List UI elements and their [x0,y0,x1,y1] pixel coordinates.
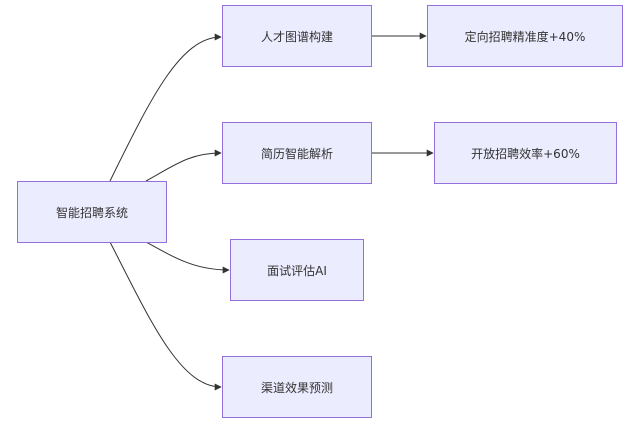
edge-root-to-talent-map [109,33,222,182]
node-root[interactable]: 智能招聘系统 [17,181,167,243]
node-label: 面试评估AI [267,263,327,278]
node-interview-ai[interactable]: 面试评估AI [230,239,364,301]
edge-root-to-interview-ai [145,241,230,274]
node-open-efficiency[interactable]: 开放招聘效率+60% [434,122,617,184]
node-label: 简历智能解析 [260,146,333,161]
node-label: 开放招聘效率+60% [471,146,580,161]
node-targeted-accuracy[interactable]: 定向招聘精准度+40% [427,5,623,67]
node-channel-predict[interactable]: 渠道效果预测 [222,356,372,418]
node-label: 智能招聘系统 [55,205,128,220]
node-label: 渠道效果预测 [260,380,333,395]
edge-root-to-channel-predict [109,241,222,391]
node-label: 人才图谱构建 [260,29,333,44]
node-label: 定向招聘精准度+40% [464,29,586,44]
edge-root-to-resume-parse [145,149,222,182]
node-resume-parse[interactable]: 简历智能解析 [222,122,372,184]
node-talent-map[interactable]: 人才图谱构建 [222,5,372,67]
